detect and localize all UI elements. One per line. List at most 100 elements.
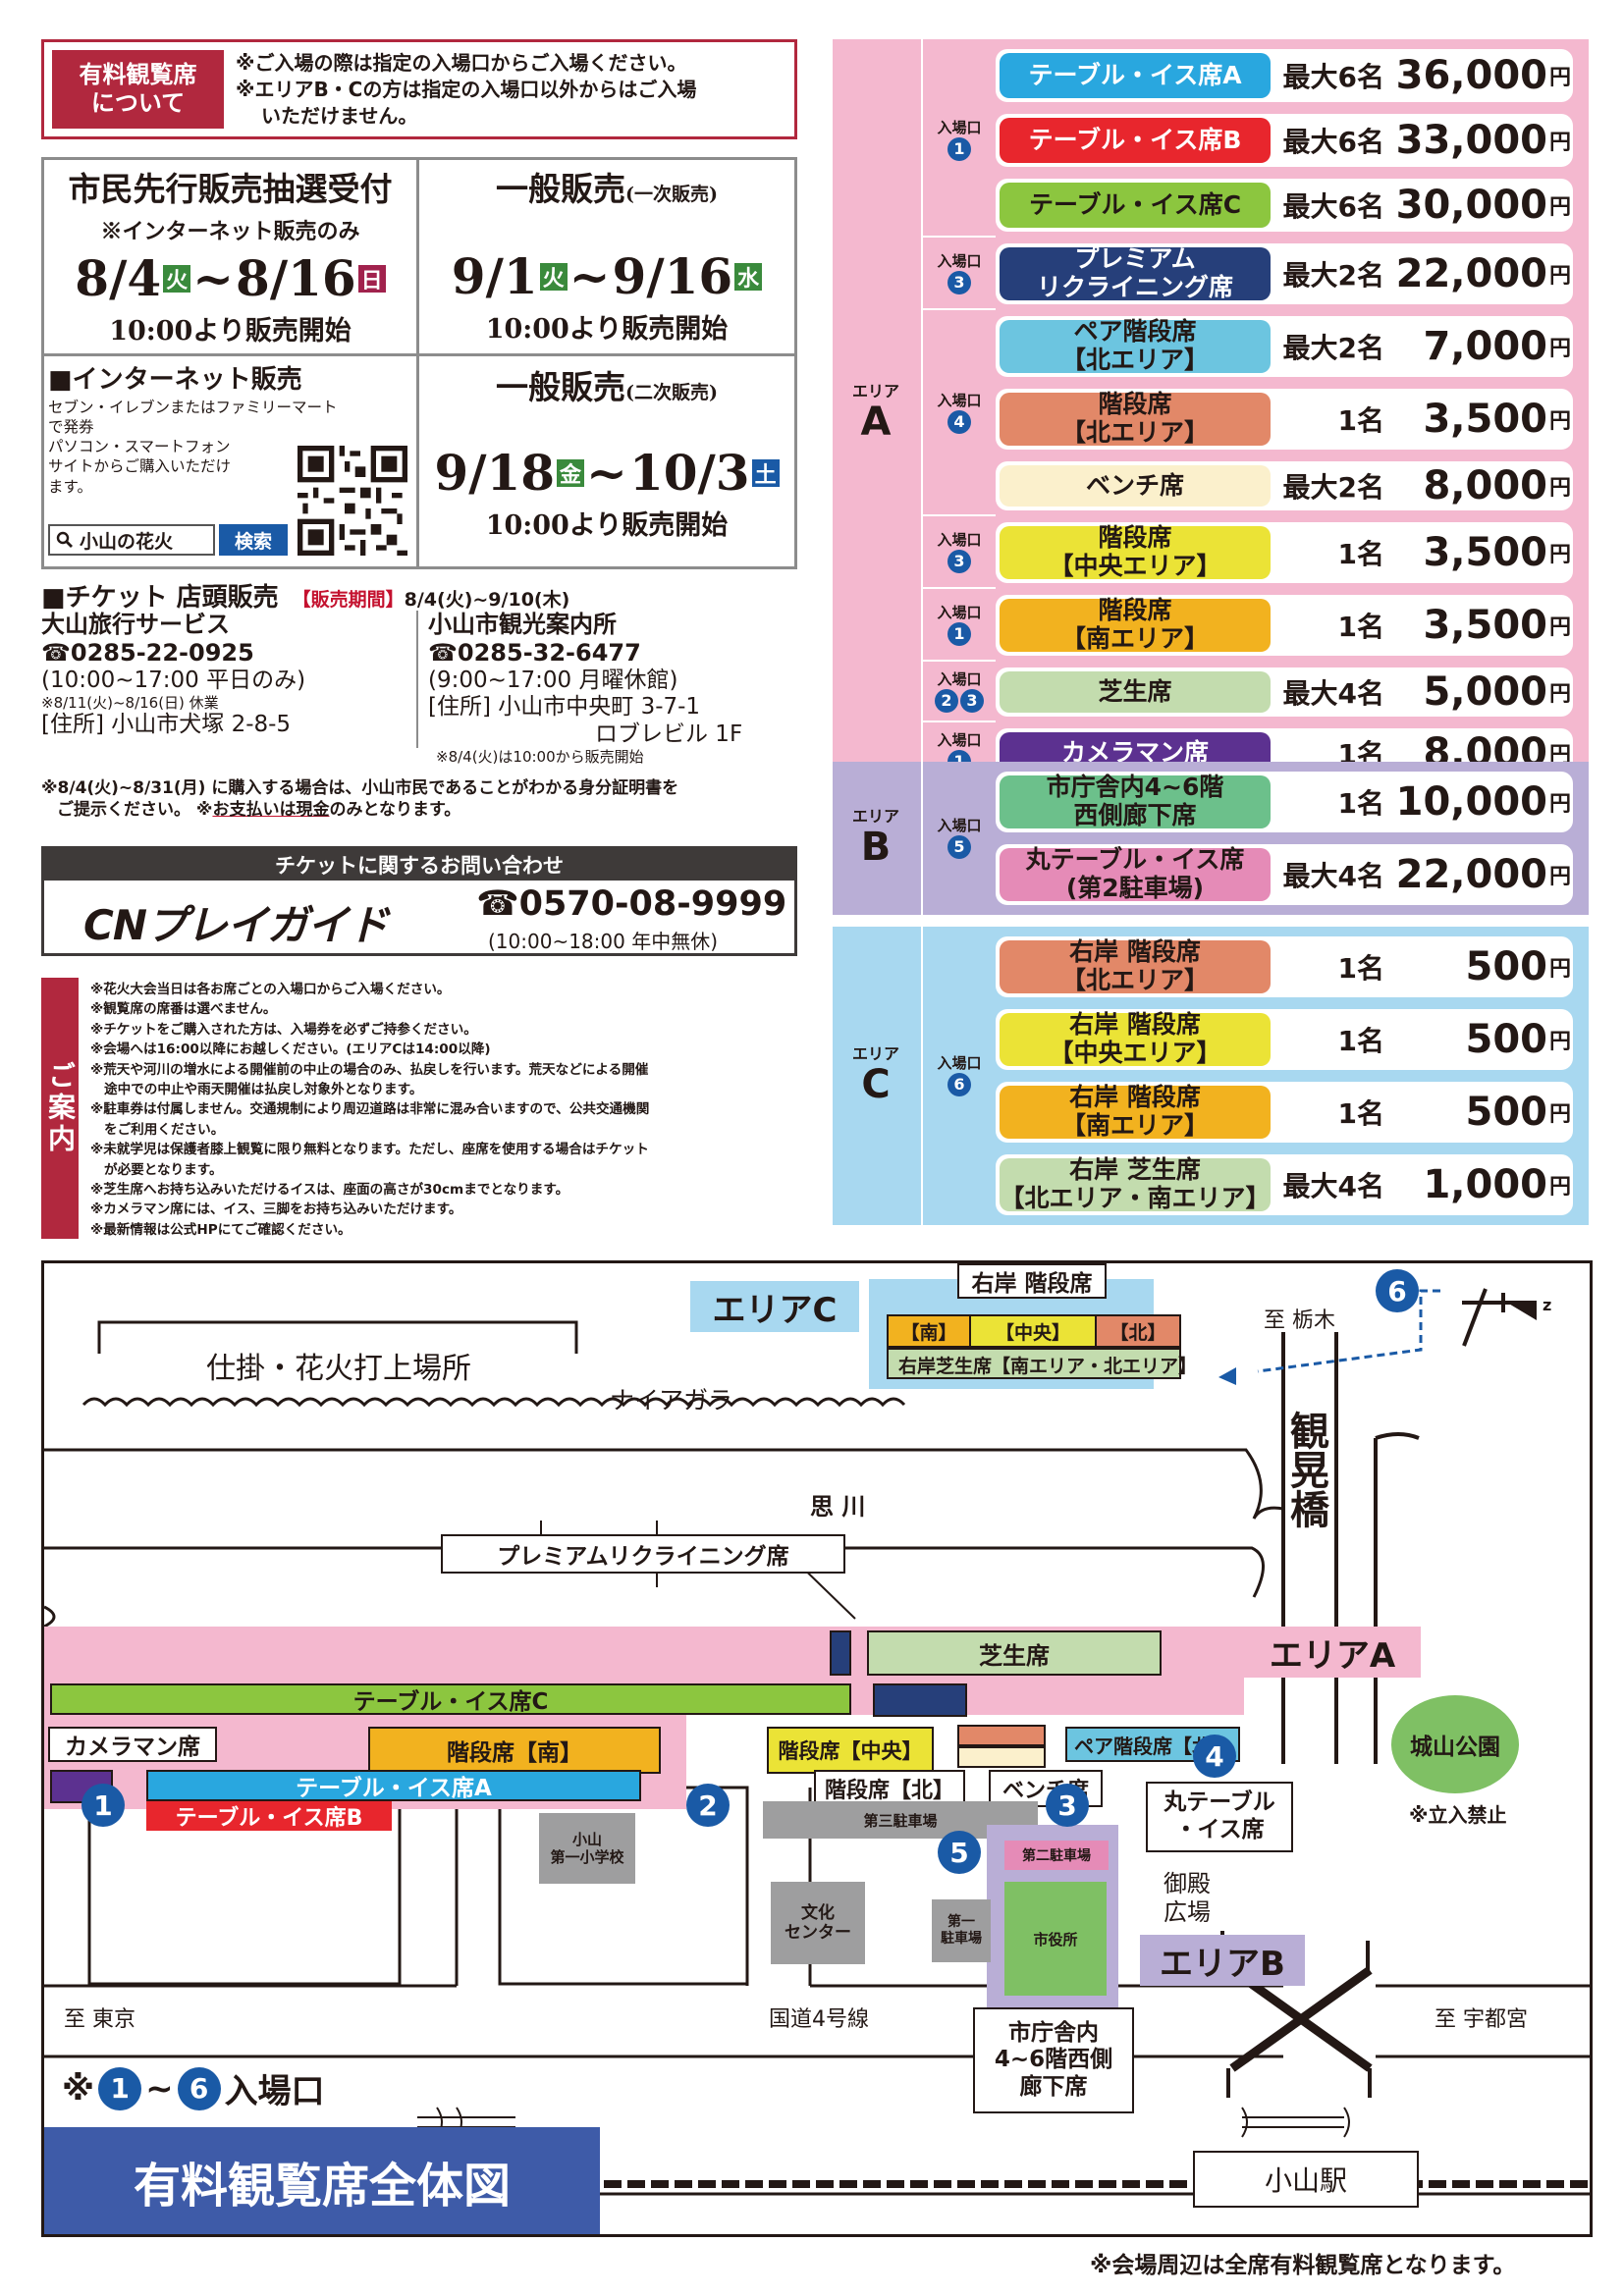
map-area-c-label: エリアC — [690, 1281, 859, 1332]
search-box[interactable]: 小山の花火 — [48, 524, 215, 556]
seat-capacity: 1名 — [1337, 404, 1384, 437]
search-button[interactable]: 検索 — [219, 524, 288, 556]
entrance-number-icon: 1 — [947, 622, 971, 647]
inquiry-hours: (10:00~18:00 年中無休) — [488, 930, 718, 953]
map-parking2: 第二駐車場 — [1004, 1841, 1109, 1870]
map-culture: 文化 センター — [771, 1882, 865, 1964]
guide-item: ※会場へは16:00以降にお越しください。(エリアCは14:00以降) — [90, 1041, 491, 1058]
entrance-2-marker: 2 — [686, 1784, 730, 1827]
map-table-c: テーブル・イス席C — [50, 1683, 851, 1715]
seat-capacity: 最大4名 — [1282, 860, 1384, 892]
map-station: 小山駅 — [1193, 2151, 1419, 2208]
map-stairs-north: 階段席【北】 — [814, 1770, 965, 1807]
map-school: 小山 第一小学校 — [539, 1813, 635, 1884]
map-to-tochigi: 至 栃木 — [1264, 1308, 1335, 1333]
map-stairs-center: 階段席【中央】 — [767, 1727, 934, 1774]
inquiry-header: チケットに関するお問い合わせ — [44, 849, 794, 881]
inquiry-tel: ☎0570-08-9999 — [476, 884, 787, 924]
map-c-center: 【中央】 — [971, 1316, 1097, 1346]
store-sale: ■チケット 店頭販売 【販売期間】8/4(火)~9/10(木) — [41, 577, 807, 614]
guide-item: ※駐車券は付属しません。交通規制により周辺道路は非常に混み合いますので、公共交通… — [90, 1101, 650, 1118]
general-sale-1: 一般販売(一次販売) 9/1 火 ~ 9/16 水 10:00より販売開始 — [419, 161, 794, 346]
general-sale-1-dates: 9/1 火 ~ 9/16 水 — [419, 247, 794, 305]
seat-name: 階段席 【中央エリア】 — [1000, 523, 1271, 580]
seat-capacity: 1名 — [1337, 1097, 1384, 1130]
map-lawn: 芝生席 — [867, 1630, 1162, 1676]
cn-logo: CNプレイガイド — [83, 901, 389, 949]
internet-sale: ■インターネット販売 セブン・イレブンまたはファミリーマート で発券 パソコン・… — [44, 357, 416, 567]
svg-text:z: z — [1543, 1296, 1551, 1314]
guide-item: をご利用ください。 — [104, 1121, 225, 1138]
entrance-number-icon: 1 — [947, 137, 971, 162]
entrance-3-marker: 3 — [1046, 1784, 1089, 1827]
entrance-legend: ※ 1 ~ 6 入場口 — [62, 2066, 325, 2111]
guide-item: ※観覧席の席番は選べません。 — [90, 1001, 277, 1018]
guide-item: が必要となります。 — [104, 1161, 223, 1178]
map-route4: 国道4号線 — [769, 2007, 869, 2032]
map-table-a: テーブル・イス席A — [146, 1770, 641, 1801]
map-castle-park: 城山公園 — [1391, 1695, 1519, 1793]
internet-sale-title: ■インターネット販売 — [48, 365, 302, 395]
citizen-sale: 市民先行販売抽選受付 ※インターネット販売のみ 8/4 火 ~ 8/16 日 1… — [44, 161, 416, 347]
general-sale-1-time: 10:00より販売開始 — [485, 314, 729, 345]
seat-capacity: 最大6名 — [1282, 190, 1384, 223]
day-badge-tue: 火 — [163, 264, 191, 294]
notice-title: 有料観覧席 について — [52, 50, 224, 129]
seat-name: テーブル・イス席C — [1000, 183, 1271, 228]
map-round-table: 丸テーブル ・イス席 — [1146, 1782, 1293, 1852]
seat-name: 市庁舎内4~6階 西側廊下席 — [1000, 773, 1271, 829]
inquiry-box: チケットに関するお問い合わせ CNプレイガイド ☎0570-08-9999 (1… — [41, 846, 797, 956]
map-c-north: 【北】 — [1097, 1316, 1179, 1346]
entrance-number-icon: 4 — [947, 410, 971, 435]
map-bridge: 観晃橋 — [1283, 1411, 1334, 1528]
citizen-sale-time: 10:00より販売開始 — [109, 316, 352, 347]
seat-name: テーブル・イス席A — [1000, 53, 1271, 98]
notice-line-2: ※エリアB・Cの方は指定の入場口以外からはご入場 — [236, 78, 697, 101]
map-table-b: テーブル・イス席B — [146, 1801, 392, 1831]
guide-item: ※最新情報は公式HPにてご確認ください。 — [90, 1221, 352, 1238]
shop-2: 小山市観光案内所 ☎0285-32-6477 (9:00~17:00 月曜休館)… — [428, 611, 743, 767]
notice-line-1: ※ご入場の際は指定の入場口からご入場ください。 — [236, 51, 687, 75]
day-badge-sat: 土 — [751, 458, 780, 488]
guide-item: ※カメラマン席には、イス、三脚をお持ち込みいただけます。 — [90, 1201, 462, 1218]
guide-item: ※荒天や河川の増水による開催前の中止の場合のみ、払戻しを行います。荒天などによる… — [90, 1061, 649, 1078]
seat-name: ベンチ席 — [1000, 465, 1271, 507]
map-title: 有料観覧席全体図 — [44, 2127, 600, 2234]
map-city-hall: 市役所 — [1004, 1882, 1107, 1996]
seat-capacity: 最大2名 — [1282, 332, 1384, 364]
seat-name: プレミアム リクライニング席 — [1000, 244, 1271, 301]
map-to-tokyo: 至 東京 — [64, 2007, 135, 2032]
map-cameraman: カメラマン席 — [48, 1727, 217, 1762]
sales-grid — [41, 157, 797, 569]
map-area-a-label: エリアA — [1244, 1627, 1421, 1678]
day-badge-sun: 日 — [357, 264, 386, 294]
venue-map: z — [41, 1260, 1593, 2237]
map-goten: 御殿 広場 — [1164, 1870, 1211, 1926]
map-footer: ※会場周辺は全席有料観覧席となります。 — [1090, 2253, 1516, 2278]
search-icon — [56, 531, 73, 548]
seat-capacity: 最大6名 — [1282, 61, 1384, 93]
general-sale-2-dates: 9/18 金 ~ 10/3 土 — [419, 444, 794, 502]
seat-capacity: 1名 — [1337, 1025, 1384, 1057]
map-right-bank-stairs: 右岸 階段席 — [957, 1263, 1107, 1299]
entrance-5-marker: 5 — [938, 1831, 981, 1874]
map-right-bank-lawn: 右岸芝生席【南エリア・北エリア】 — [897, 1355, 1197, 1377]
seat-name: 芝生席 — [1000, 671, 1271, 713]
